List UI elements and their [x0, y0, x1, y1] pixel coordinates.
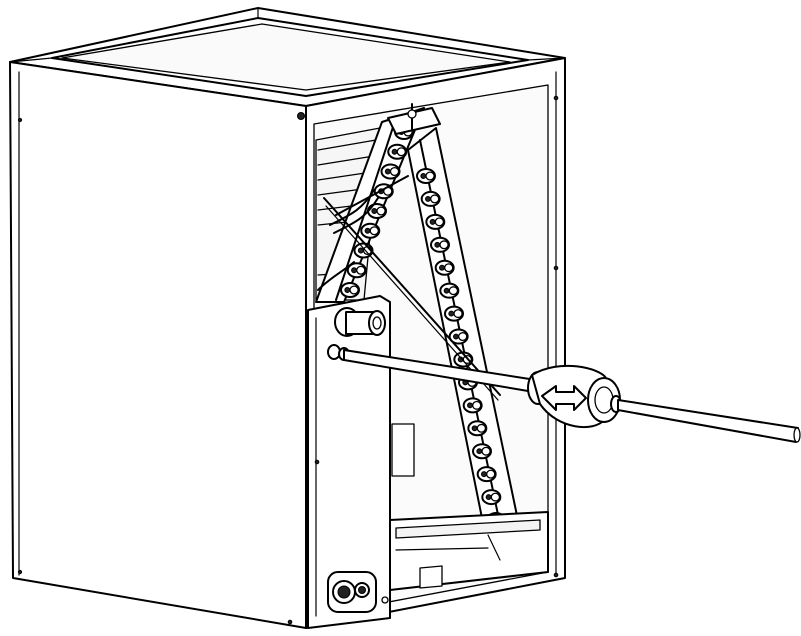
return-bend — [444, 305, 464, 322]
drain-pan — [389, 511, 549, 591]
return-bend — [434, 259, 455, 276]
top-flange — [9, 7, 566, 107]
frame-screw — [553, 95, 559, 101]
return-bend — [462, 397, 483, 414]
rating-label-area — [391, 423, 415, 477]
return-bend — [380, 163, 401, 180]
return-bend — [430, 236, 450, 253]
frame-screw — [297, 112, 305, 120]
coil-header-manifold — [317, 103, 441, 291]
return-bend — [467, 420, 488, 437]
coil-left-slab — [315, 107, 425, 303]
return-bend — [416, 168, 436, 184]
return-bend — [481, 489, 502, 506]
frame-screw — [553, 572, 559, 578]
panel-screw — [17, 117, 23, 123]
return-bend — [340, 282, 360, 298]
return-bend — [346, 262, 367, 279]
liquid-line — [327, 344, 537, 393]
return-bend — [387, 143, 408, 160]
return-bend — [367, 203, 387, 219]
panel-screw — [17, 569, 23, 575]
return-bend — [425, 213, 446, 230]
return-bend — [448, 328, 469, 345]
coil-right-slab — [407, 127, 521, 539]
return-bend — [472, 443, 492, 460]
plate-screw — [314, 459, 320, 465]
return-bend — [420, 190, 441, 207]
double-arrow-icon — [541, 385, 587, 411]
pan-clip — [419, 565, 443, 589]
support-strap — [323, 197, 501, 396]
suction-line-connection — [334, 307, 386, 337]
return-bend — [476, 466, 497, 483]
panel-screw — [287, 619, 293, 625]
cabinet-left-panel — [9, 61, 307, 629]
drain-fittings — [327, 571, 389, 613]
return-bend — [360, 222, 381, 239]
return-bend — [453, 351, 474, 368]
outlet-tube — [617, 399, 801, 443]
frame-screw — [553, 265, 559, 271]
return-bend — [439, 282, 460, 299]
access-plate — [307, 295, 415, 629]
